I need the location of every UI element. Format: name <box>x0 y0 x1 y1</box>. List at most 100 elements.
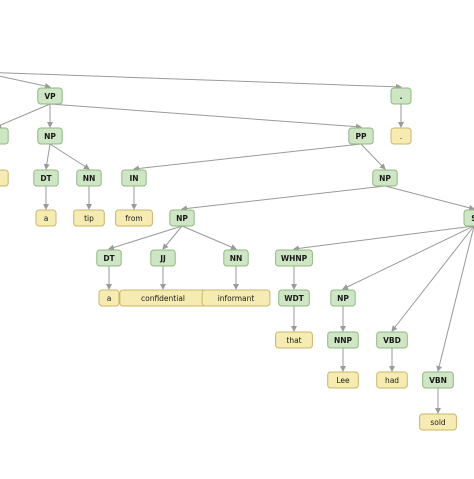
node-box <box>121 169 147 187</box>
node-label: a <box>44 214 49 223</box>
node-label: ed <box>0 174 1 183</box>
node-box <box>463 209 474 227</box>
node-label: NP <box>379 174 391 183</box>
word-node-a1: a <box>35 209 57 227</box>
tree-edge <box>49 143 90 170</box>
tree-edge <box>162 225 183 250</box>
node-box <box>376 371 408 389</box>
tag-node-dt2: DT <box>96 249 122 267</box>
node-label: . <box>400 132 402 141</box>
node-box <box>150 249 176 267</box>
node-box <box>0 169 9 187</box>
node-box <box>390 127 412 145</box>
node-label: JJ <box>159 254 166 263</box>
tag-node-nnp: NNP <box>327 331 359 349</box>
tree-edge <box>436 225 474 372</box>
node-box <box>35 209 57 227</box>
word-node-tip: tip <box>73 209 105 227</box>
node-box <box>115 209 153 227</box>
tag-node-np4: NP <box>330 289 356 307</box>
node-label: NP <box>44 132 56 141</box>
tree-edge <box>360 143 386 170</box>
tag-node-vbn: VBN <box>422 371 454 389</box>
word-node-ed_word: ed <box>0 169 9 187</box>
word-node-from: from <box>115 209 153 227</box>
word-node-had: had <box>376 371 408 389</box>
node-box <box>275 249 313 267</box>
node-label: Lee <box>336 376 350 385</box>
node-box <box>372 169 398 187</box>
node-box <box>0 127 9 145</box>
tag-node-np3: NP <box>169 209 195 227</box>
node-box <box>201 289 271 307</box>
tree-edge <box>43 143 51 170</box>
tag-node-nn1: NN <box>76 169 102 187</box>
tag-node-s_partial: S <box>463 209 474 227</box>
node-box <box>390 87 412 105</box>
node-label: VBN <box>429 376 447 385</box>
node-label: had <box>385 376 399 385</box>
node-box <box>376 331 408 349</box>
tag-node-dot_tag: . <box>390 87 412 105</box>
tag-node-in: IN <box>121 169 147 187</box>
node-box <box>96 249 122 267</box>
node-label: . <box>400 92 403 101</box>
node-label: informant <box>218 294 255 303</box>
node-label: WDT <box>284 294 304 303</box>
node-label: NN <box>83 174 96 183</box>
edges-layer <box>0 72 474 414</box>
node-label: tip <box>84 214 94 223</box>
node-label: NN <box>230 254 243 263</box>
word-node-dot_word: . <box>390 127 412 145</box>
node-label: VP <box>44 92 56 101</box>
node-box <box>419 413 457 431</box>
node-label: confidential <box>141 294 185 303</box>
node-label: IN <box>129 174 138 183</box>
word-node-that: that <box>275 331 313 349</box>
node-label: a <box>107 294 112 303</box>
tree-edge <box>108 225 183 251</box>
node-box <box>98 289 120 307</box>
tag-node-vbd: VBD <box>376 331 408 349</box>
tree-edge <box>384 185 474 211</box>
node-label: NNP <box>334 336 353 345</box>
node-box <box>327 371 359 389</box>
node-box <box>223 249 249 267</box>
tag-node-left_tag <box>0 127 9 145</box>
tree-edge <box>293 225 474 252</box>
node-label: PP <box>356 132 367 141</box>
tree-edge <box>0 103 51 128</box>
node-label: from <box>125 214 142 223</box>
tag-node-vp: VP <box>37 87 63 105</box>
tree-edge <box>181 185 386 212</box>
node-box <box>33 169 59 187</box>
node-box <box>422 371 454 389</box>
tree-edge <box>0 75 51 89</box>
node-label: WHNP <box>281 254 308 263</box>
node-label: that <box>286 336 301 345</box>
node-label: VBD <box>383 336 401 345</box>
tag-node-nn2: NN <box>223 249 249 267</box>
tree-edge <box>133 143 362 172</box>
node-box <box>169 209 195 227</box>
node-box <box>275 331 313 349</box>
tag-node-pp: PP <box>348 127 374 145</box>
word-node-confidential: confidential <box>119 289 207 307</box>
node-box <box>76 169 102 187</box>
node-label: NP <box>337 294 349 303</box>
tag-node-dt1: DT <box>33 169 59 187</box>
node-label: sold <box>430 418 446 427</box>
node-box <box>330 289 356 307</box>
node-label: DT <box>40 174 52 183</box>
tree-edge <box>342 225 474 290</box>
node-box <box>37 127 63 145</box>
word-node-informant: informant <box>201 289 271 307</box>
node-box <box>348 127 374 145</box>
tag-node-wdt: WDT <box>278 289 310 307</box>
word-node-sold: sold <box>419 413 457 431</box>
tag-node-np1: NP <box>37 127 63 145</box>
node-label: NP <box>176 214 188 223</box>
